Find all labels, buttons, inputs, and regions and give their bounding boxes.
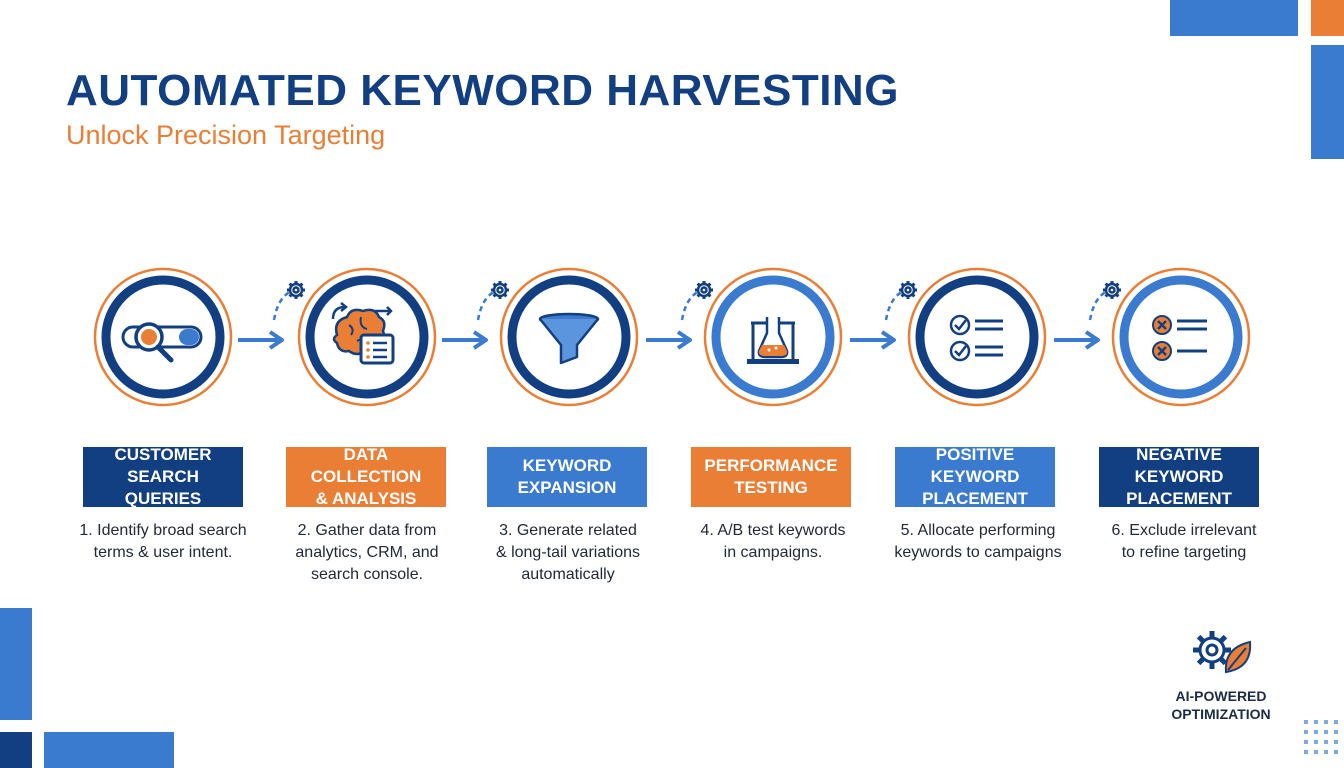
step-5-label: POSITIVE KEYWORD PLACEMENT [895, 445, 1055, 508]
exclude-list-icon [1152, 315, 1207, 361]
step-3-circle [499, 267, 639, 407]
gear-icon [1088, 281, 1121, 321]
page-title: AUTOMATED KEYWORD HARVESTING [66, 66, 899, 115]
arrow-right-icon [646, 330, 692, 350]
gear-icon [272, 281, 305, 321]
corner-bar-left-blue [0, 608, 32, 720]
step-1-label: CUSTOMER SEARCH QUERIES [83, 445, 243, 508]
step-2-description: 2. Gather data from analytics, CRM, and … [295, 522, 439, 583]
ai-powered-badge: AI-POWERED OPTIMIZATION [1160, 622, 1282, 723]
arrow-right-icon [850, 330, 896, 350]
ai-powered-label: AI-POWERED OPTIMIZATION [1171, 688, 1271, 722]
corner-bar-right-blue [1311, 45, 1344, 159]
corner-bar-top-blue [1170, 0, 1298, 36]
arrow-right-icon [238, 330, 284, 350]
step-1-circle [93, 267, 233, 407]
page-subtitle: Unlock Precision Targeting [66, 120, 386, 150]
dot-grid [1304, 720, 1338, 754]
step-5-circle [907, 267, 1047, 407]
gear-leaf-icon [1193, 631, 1252, 674]
corner-bar-left-navy [0, 732, 32, 768]
corner-bar-bottom-blue [44, 732, 174, 768]
brain-data-icon [331, 302, 395, 365]
step-2-label: DATA COLLECTION & ANALYSIS [286, 445, 446, 508]
gear-icon [680, 281, 713, 321]
corner-bar-top-orange [1311, 0, 1344, 36]
step-5-description: 5. Allocate performing keywords to campa… [894, 522, 1062, 561]
flask-icon [747, 317, 799, 364]
step-4-description: 4. A/B test keywords in campaigns. [700, 522, 846, 561]
arrow-right-icon [442, 330, 488, 350]
checklist-icon [949, 314, 1003, 362]
step-3-label: KEYWORD EXPANSION [487, 447, 647, 507]
funnel-icon [538, 312, 600, 365]
step-6-label: NEGATIVE KEYWORD PLACEMENT [1099, 445, 1259, 508]
gear-icon [884, 281, 917, 321]
step-3-description: 3. Generate related & long-tail variatio… [495, 522, 641, 583]
arrow-right-icon [1054, 330, 1100, 350]
step-4-circle [703, 267, 843, 407]
step-2-circle [297, 267, 437, 407]
step-6-description: 6. Exclude irrelevant to refine targetin… [1111, 522, 1257, 561]
step-1-description: 1. Identify broad search terms & user in… [79, 522, 247, 561]
gear-icon [476, 281, 509, 321]
magnifier-search-bar-icon [121, 322, 203, 363]
step-6-circle [1111, 267, 1251, 407]
step-4-label: PERFORMANCE TESTING [691, 447, 851, 507]
